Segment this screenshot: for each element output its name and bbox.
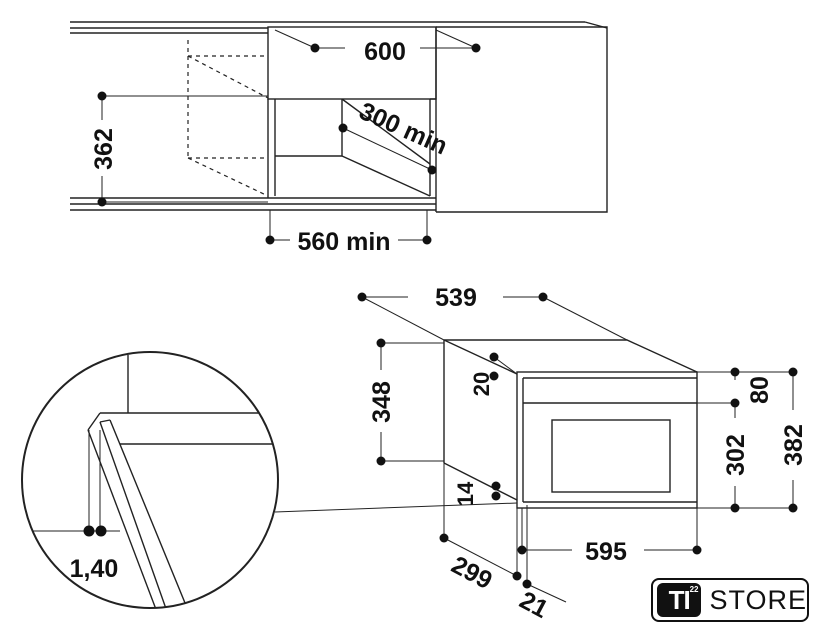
label-21: 21 <box>515 586 553 624</box>
label-299: 299 <box>447 551 497 595</box>
logo-word: STORE <box>709 584 807 615</box>
label-20: 20 <box>469 372 494 396</box>
dimension-539: 539 <box>357 284 628 341</box>
dimension-362: 362 <box>90 91 268 207</box>
detail-circle: 1,40 <box>21 351 518 609</box>
label-539: 539 <box>435 284 477 312</box>
label-362: 362 <box>90 128 118 170</box>
label-600: 600 <box>364 38 406 66</box>
label-302: 302 <box>722 434 750 476</box>
dimension-348: 348 <box>368 338 444 466</box>
logo-badge-text: TI <box>668 584 691 615</box>
logo-badge: TI 22 <box>657 583 702 617</box>
label-300-min: 300 min <box>355 97 451 160</box>
label-560-min: 560 min <box>297 228 390 256</box>
label-80: 80 <box>746 376 774 404</box>
dimension-14: 14 <box>453 481 501 506</box>
dimension-560-min: 560 min <box>265 210 432 256</box>
label-1-40: 1,40 <box>70 555 119 583</box>
ti-store-logo: TI 22 STORE <box>651 578 809 622</box>
label-382: 382 <box>780 424 808 466</box>
dimension-600: 600 <box>274 29 481 66</box>
dimension-80-302-382: 80 302 382 <box>697 367 808 513</box>
dimension-595: 595 <box>517 508 702 566</box>
dimension-20: 20 <box>469 352 518 396</box>
cabinet-niche-drawing <box>70 21 608 213</box>
oven-drawing <box>443 339 698 509</box>
logo-superscript: 22 <box>689 585 699 594</box>
label-348: 348 <box>368 381 396 423</box>
label-14: 14 <box>453 481 478 506</box>
label-595: 595 <box>585 538 627 566</box>
